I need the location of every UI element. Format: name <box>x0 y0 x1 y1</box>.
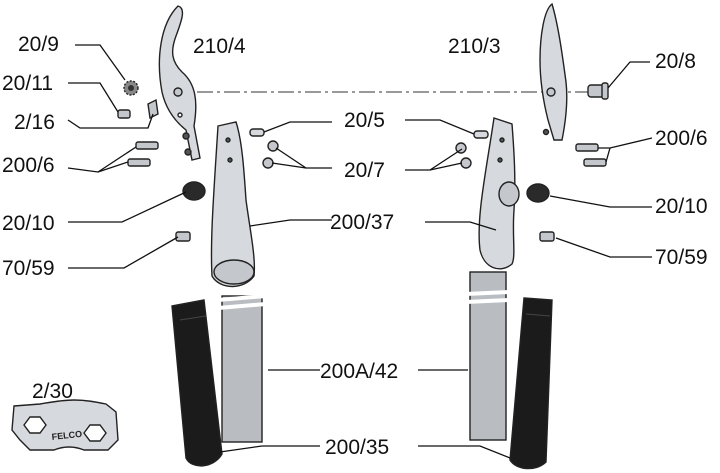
right-bolt-head <box>601 82 609 100</box>
right-handle <box>478 117 516 270</box>
left-pin-20-5 <box>249 128 265 137</box>
label-20-11: 20/11 <box>2 72 53 95</box>
leader-lines <box>67 44 653 459</box>
wrench-brand-text: FELCO <box>51 429 82 442</box>
right-handle-boss <box>498 181 520 207</box>
label-200-37: 200/37 <box>330 211 394 234</box>
left-handle-hole-a <box>225 137 231 143</box>
left-grip <box>171 299 223 467</box>
right-blade-hole <box>542 128 550 136</box>
right-grip <box>509 297 553 470</box>
label-210-4: 210/4 <box>193 35 246 58</box>
label-200-6-right: 200/6 <box>655 127 708 150</box>
label-70-59-right: 70/59 <box>655 246 708 269</box>
left-bolt-20-11 <box>117 109 131 119</box>
label-20-7: 20/7 <box>344 159 385 182</box>
label-200-6-left: 200/6 <box>2 154 55 177</box>
left-tube <box>221 295 263 443</box>
label-20-9: 20/9 <box>18 33 59 56</box>
left-blade-screw-hole-a <box>182 132 190 140</box>
left-screw-200-6-a <box>135 141 159 150</box>
left-nut-20-7-b <box>262 157 274 169</box>
right-handle-hole-a <box>499 137 505 143</box>
label-70-59-left: 70/59 <box>2 257 55 280</box>
left-blade-hole <box>177 112 183 118</box>
left-screw-200-6-b <box>127 158 151 167</box>
right-blade <box>539 2 568 141</box>
left-handle-socket <box>213 259 255 285</box>
label-200-35: 200/35 <box>325 436 389 459</box>
left-blade-screw-hole-b <box>184 148 192 156</box>
left-nut-20-7-a <box>267 140 279 152</box>
wrench-hex-right <box>83 424 107 442</box>
label-200A-42: 200A/42 <box>320 360 398 383</box>
spring-2-16 <box>147 98 159 120</box>
label-2-30: 2/30 <box>32 380 73 403</box>
right-screw-200-6-b <box>583 158 607 167</box>
label-210-3: 210/3 <box>448 35 501 58</box>
left-tube-cut-mark <box>217 294 267 310</box>
label-20-10-left: 20/10 <box>2 212 55 235</box>
right-screw-200-6-a <box>575 143 599 152</box>
left-handle-hole-b <box>227 157 233 163</box>
right-grip-ridge <box>525 313 551 317</box>
right-buffer-20-10 <box>526 183 550 203</box>
right-handle-hole-b <box>497 157 503 163</box>
left-screw-70-59 <box>175 231 191 242</box>
left-buffer-20-10 <box>182 181 206 201</box>
right-tube <box>469 271 507 441</box>
wrench-hex-left <box>23 416 47 434</box>
right-blade-pivot-hole <box>546 87 556 97</box>
adjusting-nut-center <box>128 85 134 91</box>
label-20-5: 20/5 <box>344 109 385 132</box>
right-nut-20-7-a <box>455 142 467 154</box>
left-blade <box>158 5 201 161</box>
right-nut-20-7-b <box>460 157 472 169</box>
label-20-8: 20/8 <box>655 50 696 73</box>
label-20-10-right: 20/10 <box>655 195 708 218</box>
right-screw-70-59 <box>539 231 555 242</box>
left-grip-ridge <box>179 315 207 321</box>
left-blade-pivot-hole <box>173 87 183 97</box>
right-pin-20-5 <box>473 130 489 139</box>
left-handle <box>210 121 256 288</box>
label-2-16: 2/16 <box>14 111 55 134</box>
right-tube-cut-mark <box>465 290 511 304</box>
